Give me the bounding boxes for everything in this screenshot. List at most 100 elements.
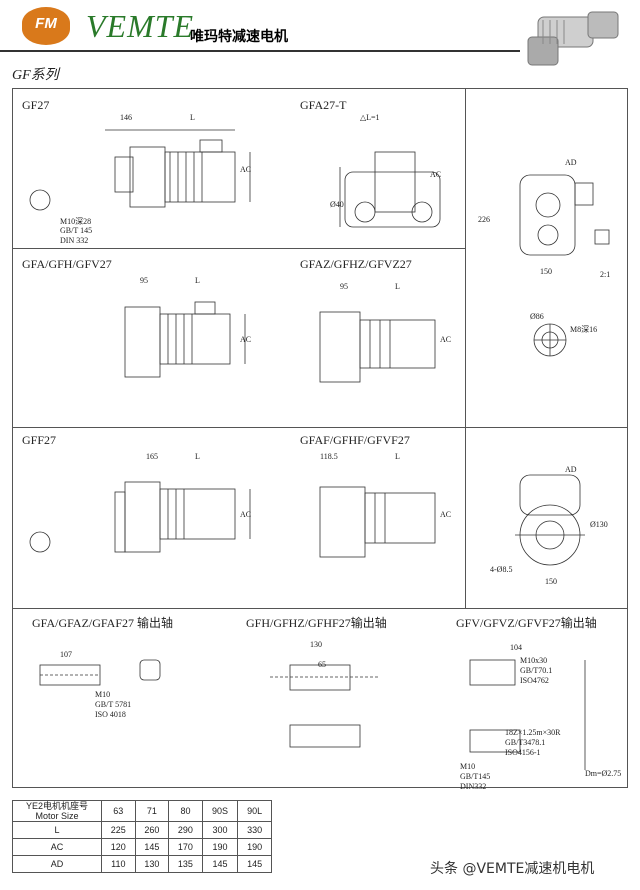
dim-label: 95 xyxy=(140,276,148,285)
drawing-gff27 xyxy=(29,481,251,553)
dim-label: M10x30 xyxy=(520,656,548,665)
dim-label: L xyxy=(195,452,200,461)
frame-divider xyxy=(13,248,465,249)
dim-label: 95 xyxy=(340,282,348,291)
table-row: L 225 260 290 300 330 xyxy=(12,821,272,839)
frame-divider xyxy=(465,89,466,608)
panel-title-gfa27t: GFA27-T xyxy=(300,98,347,112)
dim-label: 130 xyxy=(310,640,322,649)
header-divider xyxy=(0,50,520,52)
table-cell: 130 xyxy=(134,855,170,873)
dim-label: AC xyxy=(430,170,442,179)
panel-title-gfaz27: GFAZ/GFHZ/GFVZ27 xyxy=(300,257,412,271)
table-cell: 260 xyxy=(134,821,170,839)
panel-title-shaft-a: GFA/GFAZ/GFAF27 输出轴 xyxy=(32,616,174,630)
dim-label: AD xyxy=(565,465,577,474)
dim-label: ISO4762 xyxy=(520,676,549,685)
drawing-shaft-h xyxy=(270,664,380,748)
dim-label: Dm=Ø2.75 xyxy=(585,769,622,778)
motor-size-table: YE2电机机座号 Motor Size 63 71 80 90S 90L L 2… xyxy=(12,800,272,873)
dim-label: AC xyxy=(440,335,452,344)
table-cell: 145 xyxy=(134,838,170,856)
table-cell: 80 xyxy=(168,800,203,822)
dim-label: ISO4156-1 xyxy=(505,748,541,757)
table-cell: 290 xyxy=(168,821,203,839)
panel-title-gff27: GFF27 xyxy=(22,433,57,447)
drawing-gfa27t xyxy=(339,151,441,228)
dim-label: GB/T70.1 xyxy=(520,666,553,675)
dim-label: AC xyxy=(240,335,252,344)
dim-label: L xyxy=(195,276,200,285)
drawing-gfaz27 xyxy=(319,311,436,383)
dim-label: GB/T3478.1 xyxy=(505,738,546,747)
brand-logo xyxy=(22,7,70,45)
table-cell: 90S xyxy=(201,800,239,822)
dim-label: AD xyxy=(565,158,577,167)
table-cell: 63 xyxy=(101,800,136,822)
table-cell: 145 xyxy=(237,855,272,873)
table-cell: 110 xyxy=(101,855,136,873)
table-cell: 71 xyxy=(134,800,170,822)
dim-label: L xyxy=(190,113,195,122)
dim-label: M10深28 xyxy=(60,217,92,226)
dim-label: 150 xyxy=(545,577,557,586)
table-cell: 190 xyxy=(237,838,272,856)
dim-label: GB/T145 xyxy=(460,772,491,781)
dim-label: 226 xyxy=(478,215,490,224)
dim-label: 18Z×1.25m×30R xyxy=(505,728,561,737)
table-cell: L xyxy=(12,821,102,839)
dim-label: AC xyxy=(240,165,252,174)
table-cell: AD xyxy=(12,855,102,873)
dim-label: 104 xyxy=(510,643,522,652)
frame-divider xyxy=(13,608,627,609)
table-header-cn: YE2电机机座号 xyxy=(25,801,88,811)
dim-label: M10 xyxy=(95,690,111,699)
dim-label: GB/T 5781 xyxy=(95,700,132,709)
table-cell: 190 xyxy=(201,838,239,856)
table-header-cell: YE2电机机座号 Motor Size xyxy=(12,800,102,822)
dim-label: M10 xyxy=(460,762,476,771)
table-row: AD 110 130 135 145 145 xyxy=(12,855,272,873)
drawing-flange-small xyxy=(533,323,567,357)
table-cell: 145 xyxy=(201,855,239,873)
drawing-frame xyxy=(12,88,628,788)
series-title: GF系列 xyxy=(12,68,59,83)
drawing-gfa27 xyxy=(124,301,246,378)
dim-label: 4-Ø8.5 xyxy=(490,565,513,574)
panel-title-shaft-h: GFH/GFHZ/GFHF27输出轴 xyxy=(246,616,387,630)
dim-label: L xyxy=(395,282,400,291)
dim-label: ISO 4018 xyxy=(95,710,126,719)
dim-label: Ø130 xyxy=(590,520,608,529)
dim-label: 107 xyxy=(60,650,72,659)
dim-label: DIN332 xyxy=(460,782,487,791)
dim-label: L xyxy=(395,452,400,461)
dim-label: GB/T 145 xyxy=(60,226,93,235)
dim-label: 146 xyxy=(120,113,132,122)
drawing-gfaf27 xyxy=(319,486,436,558)
table-header-en: Motor Size xyxy=(35,811,79,821)
table-row: YE2电机机座号 Motor Size 63 71 80 90S 90L xyxy=(12,800,272,822)
dim-label: AC xyxy=(440,510,452,519)
drawing-gf27 xyxy=(29,129,251,211)
dim-label: Ø86 xyxy=(530,312,544,321)
logo-text: FM xyxy=(35,15,57,32)
dim-label: 150 xyxy=(540,267,552,276)
table-cell: 120 xyxy=(101,838,136,856)
drawing-shaft-v xyxy=(469,659,586,770)
drawing-shaft-a xyxy=(39,659,161,686)
dim-label: 165 xyxy=(146,452,158,461)
panel-title-gfa27: GFA/GFH/GFV27 xyxy=(22,257,112,271)
table-cell: 330 xyxy=(237,821,272,839)
table-cell: 225 xyxy=(101,821,136,839)
panel-title-gf27: GF27 xyxy=(22,98,50,112)
dim-label: AC xyxy=(240,510,252,519)
table-cell: 300 xyxy=(201,821,239,839)
dim-label: 118.5 xyxy=(320,452,338,461)
panel-title-shaft-v: GFV/GFVZ/GFVF27输出轴 xyxy=(456,616,597,630)
table-row: AC 120 145 170 190 190 xyxy=(12,838,272,856)
dim-label: △L=1 xyxy=(360,113,380,122)
panel-title-gfaf27: GFAF/GFHF/GFVF27 xyxy=(300,433,410,447)
dim-label: 65 xyxy=(318,660,326,669)
dim-label: DIN 332 xyxy=(60,236,89,245)
dim-label: M8深16 xyxy=(570,325,598,334)
